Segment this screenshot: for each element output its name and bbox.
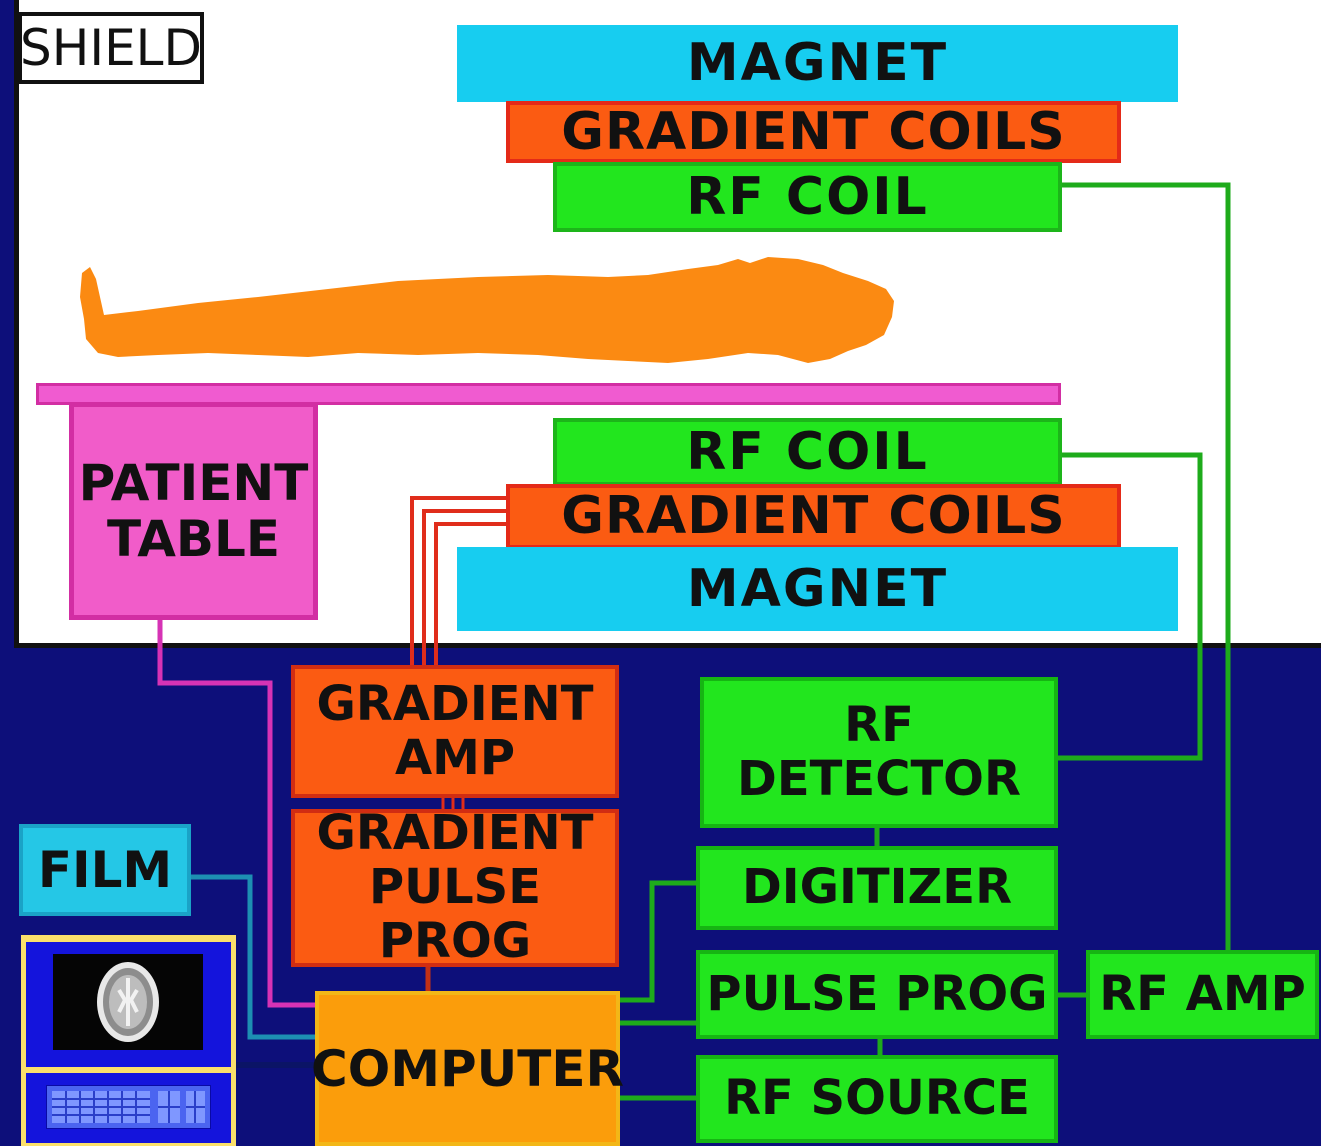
brain-scan-icon	[95, 960, 161, 1044]
patient-body-icon	[78, 255, 898, 375]
digitizer: DIGITIZER	[696, 846, 1058, 930]
monitor	[26, 942, 231, 1067]
pulse-prog: PULSE PROG	[696, 950, 1058, 1039]
computer: COMPUTER	[315, 991, 620, 1146]
monitor-screen	[53, 954, 203, 1050]
gradient-amp: GRADIENT AMP	[291, 665, 619, 798]
wire-digitizer-computer	[618, 883, 698, 1000]
patient-table: PATIENT TABLE	[69, 402, 318, 620]
rf-detector: RF DETECTOR	[700, 677, 1058, 828]
rf-source: RF SOURCE	[696, 1055, 1058, 1143]
shield-label: SHIELD	[18, 12, 204, 84]
rf-amp: RF AMP	[1086, 950, 1319, 1039]
keyboard-tray	[26, 1073, 231, 1143]
lower-magnet: MAGNET	[457, 547, 1178, 631]
upper-magnet: MAGNET	[457, 25, 1178, 102]
lower-rf-coil: RF COIL	[553, 418, 1062, 486]
gradient-pulse-prog: GRADIENT PULSE PROG	[291, 809, 619, 967]
film: FILM	[19, 824, 191, 916]
lower-gradient-coils: GRADIENT COILS	[506, 484, 1121, 549]
upper-gradient-coils: GRADIENT COILS	[506, 101, 1121, 163]
workstation	[21, 935, 236, 1146]
upper-rf-coil: RF COIL	[553, 162, 1062, 232]
keyboard-icon	[46, 1085, 211, 1129]
